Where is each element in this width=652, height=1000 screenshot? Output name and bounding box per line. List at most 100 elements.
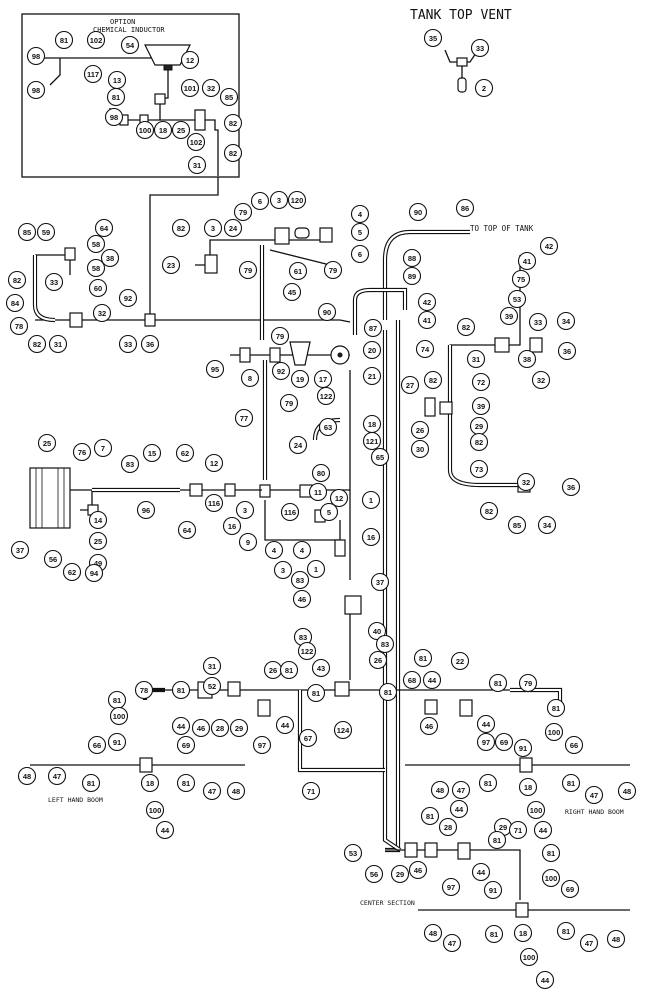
callout-number: 81 — [490, 930, 498, 939]
callout-bubble — [282, 282, 302, 302]
callout-bubble — [442, 933, 462, 953]
callout-number: 48 — [23, 772, 31, 781]
callout-bubble — [370, 572, 390, 592]
callout-number: 81 — [182, 779, 190, 788]
callout-bubble — [233, 202, 253, 222]
callout-bubble — [252, 735, 272, 755]
callout-bubble — [316, 386, 336, 406]
callout-number: 81 — [493, 836, 501, 845]
callout-bubble — [362, 431, 382, 451]
callout-number: 37 — [16, 546, 24, 555]
callout-number: 27 — [406, 381, 414, 390]
callout-number: 85 — [225, 93, 233, 102]
callout-bubble — [238, 532, 258, 552]
callout-number: 35 — [429, 34, 437, 43]
callout-number: 85 — [23, 228, 31, 237]
callout-bubble — [290, 369, 310, 389]
callout-number: 32 — [537, 376, 545, 385]
callout-bubble — [306, 683, 326, 703]
callout-number: 62 — [181, 449, 189, 458]
callout-bubble — [361, 527, 381, 547]
callout-bubble — [176, 735, 196, 755]
callout-number: 82 — [462, 323, 470, 332]
callout-number: 44 — [477, 868, 486, 877]
callout-number: 82 — [177, 224, 185, 233]
callout-number: 76 — [78, 448, 86, 457]
callout-number: 34 — [543, 521, 552, 530]
callout-number: 78 — [140, 686, 148, 695]
callout-number: 25 — [177, 126, 185, 135]
callout-number: 18 — [159, 126, 167, 135]
callout-number: 2 — [482, 84, 486, 93]
callout-bubble — [210, 718, 230, 738]
callout-bubble — [488, 673, 508, 693]
callout-number: 81 — [384, 688, 392, 697]
callout-bubble — [288, 435, 308, 455]
callout-bubble — [229, 718, 249, 738]
callout-number: 86 — [461, 204, 469, 213]
callout-number: 32 — [98, 309, 106, 318]
callout-bubble — [535, 970, 555, 990]
callout-bubble — [507, 515, 527, 535]
callout-bubble — [298, 728, 318, 748]
callout-bubble — [223, 218, 243, 238]
callout-number: 71 — [307, 787, 315, 796]
callout-number: 82 — [33, 340, 41, 349]
callout-number: 41 — [523, 257, 531, 266]
callout-number: 33 — [534, 318, 542, 327]
callout-bubble — [306, 559, 326, 579]
callout-number: 33 — [124, 340, 132, 349]
callout-bubble — [368, 650, 388, 670]
callout-number: 5 — [327, 508, 331, 517]
callout-bubble — [343, 843, 363, 863]
callout-number: 90 — [323, 308, 331, 317]
callout-number: 28 — [216, 724, 224, 733]
callout-bubble — [531, 370, 551, 390]
chemical-inductor-label: CHEMICAL INDUCTOR — [93, 26, 165, 34]
callout-bubble — [422, 670, 442, 690]
callout-bubble — [308, 482, 328, 502]
callout-bubble — [370, 447, 390, 467]
callout-bubble — [83, 64, 103, 84]
callout-number: 40 — [373, 627, 381, 636]
callout-bubble — [204, 493, 224, 513]
callout-bubble — [26, 80, 46, 100]
callout-number: 26 — [374, 656, 382, 665]
callout-bubble — [470, 38, 490, 58]
callout-number: 116 — [208, 499, 220, 508]
callout-bubble — [155, 820, 175, 840]
callout-number: 4 — [272, 546, 277, 555]
callout-bubble — [417, 292, 437, 312]
inductor-feed-line — [149, 177, 219, 318]
callout-bubble — [86, 258, 106, 278]
callout-number: 79 — [244, 266, 252, 275]
callout-number: 100 — [523, 953, 536, 962]
callout-bubble — [546, 698, 566, 718]
callout-number: 28 — [444, 823, 452, 832]
callout-bubble — [469, 459, 489, 479]
callout-number: 81 — [552, 704, 560, 713]
callout-bubble — [513, 923, 533, 943]
callout-bubble — [26, 46, 46, 66]
callout-number: 1 — [369, 496, 373, 505]
callout-bubble — [136, 500, 156, 520]
callout-bubble — [10, 540, 30, 560]
callout-bubble — [518, 673, 538, 693]
callout-number: 44 — [539, 826, 548, 835]
chemical-inductor-assembly — [42, 44, 219, 176]
callout-number: 48 — [436, 786, 444, 795]
callout-bubble — [423, 28, 443, 48]
callout-number: 73 — [475, 465, 483, 474]
callout-bubble — [135, 120, 155, 140]
main-pipe-network — [29, 227, 630, 918]
callout-number: 79 — [276, 332, 284, 341]
callout-bubble — [364, 864, 384, 884]
callout-number: 48 — [623, 787, 631, 796]
callout-number: 6 — [358, 250, 362, 259]
callout-number: 36 — [567, 483, 575, 492]
callout-bubble — [223, 143, 243, 163]
callout-bubble — [533, 820, 553, 840]
callout-number: 26 — [416, 426, 424, 435]
callout-number: 41 — [423, 316, 431, 325]
callout-bubble — [311, 463, 331, 483]
